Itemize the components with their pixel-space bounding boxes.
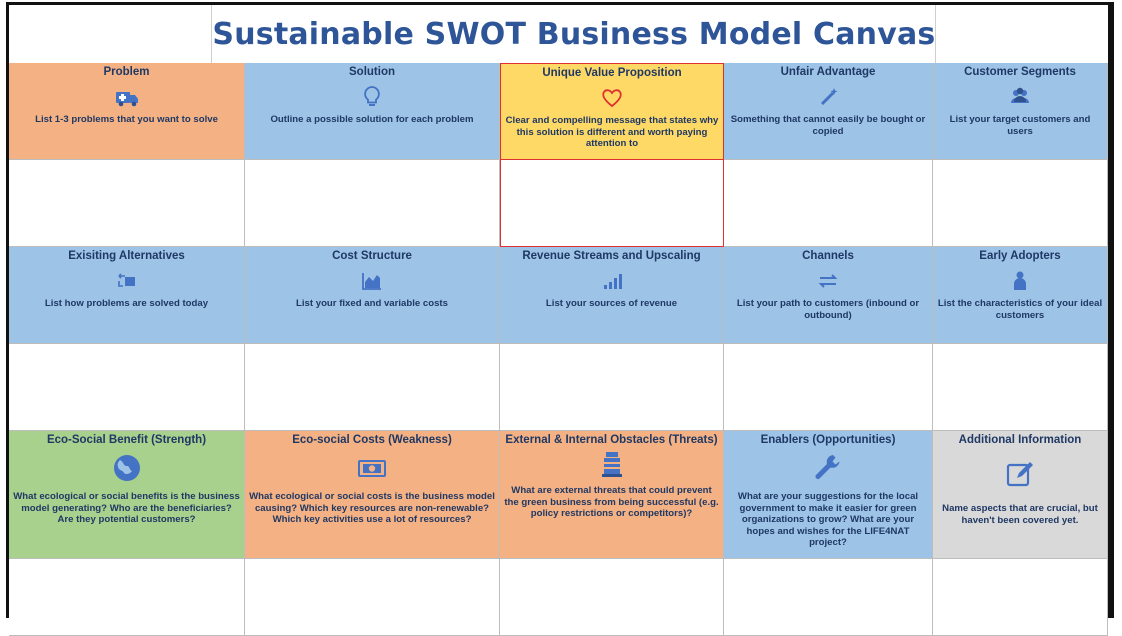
block-title: Cost Structure [332, 250, 412, 262]
block-enablers: Enablers (Opportunities) What are your s… [724, 431, 933, 559]
block-external-internal-obstacles: External & Internal Obstacles (Threats) … [500, 431, 724, 559]
block-description: List your path to customers (inbound or … [736, 298, 920, 321]
lightbulb-icon [359, 84, 385, 110]
enablers-input-area[interactable] [724, 559, 933, 636]
block-description: What are your suggestions for the local … [737, 491, 919, 549]
bar-chart-icon [599, 268, 625, 294]
additional-info-input-area[interactable] [933, 559, 1108, 636]
block-title: Channels [802, 250, 854, 262]
block-early-adopters: Early Adopters List the characteristics … [933, 247, 1108, 344]
block-description: Outline a possible solution for each pro… [270, 114, 474, 126]
block-description: What ecological or social costs is the b… [249, 491, 495, 526]
magic-wand-icon [815, 84, 841, 110]
block-cost-structure: Cost Structure List your fixed and varia… [245, 247, 500, 344]
block-title: Customer Segments [964, 66, 1076, 78]
canvas-grid: Problem List 1-3 problems that you want … [9, 63, 1108, 636]
block-additional-information: Additional Information Name aspects that… [933, 431, 1108, 559]
existing-alternatives-input-area[interactable] [9, 344, 245, 431]
heart-icon [599, 85, 625, 111]
block-title: Unfair Advantage [780, 66, 876, 78]
block-title: Eco-Social Benefit (Strength) [46, 434, 207, 446]
benefit-input-area[interactable] [9, 559, 245, 636]
globe-icon [110, 451, 144, 485]
block-title: Solution [349, 66, 395, 78]
canvas-frame: Sustainable SWOT Business Model Canvas P… [6, 2, 1114, 636]
block-title: Revenue Streams and Upscaling [522, 250, 701, 262]
title-left-spacer [9, 5, 213, 63]
exchange-arrows-icon [815, 268, 841, 294]
edit-icon [1003, 457, 1037, 491]
person-icon [1007, 268, 1033, 294]
channels-input-area[interactable] [724, 344, 933, 431]
block-existing-alternatives: Exisiting Alternatives List how problems… [9, 247, 245, 344]
block-title: External & Internal Obstacles (Threats) [505, 434, 718, 446]
block-description: What are external threats that could pre… [504, 485, 719, 520]
money-icon [355, 451, 389, 485]
revenue-streams-input-area[interactable] [500, 344, 724, 431]
users-icon [1007, 84, 1033, 110]
unfair-advantage-input-area[interactable] [724, 160, 933, 247]
roadblock-icon [595, 448, 629, 482]
block-title: Eco-social Costs (Weakness) [292, 434, 452, 446]
solution-input-area[interactable] [245, 160, 500, 247]
block-title: Unique Value Proposition [542, 67, 682, 79]
block-description: Clear and compelling message that states… [505, 115, 719, 150]
area-chart-icon [359, 268, 385, 294]
block-eco-social-benefit: Eco-Social Benefit (Strength) What ecolo… [9, 431, 245, 559]
block-solution: Solution Outline a possible solution for… [245, 63, 500, 160]
page-title: Sustainable SWOT Business Model Canvas [212, 16, 936, 52]
block-unique-value-proposition: Unique Value Proposition Clear and compe… [500, 63, 724, 160]
block-revenue-streams: Revenue Streams and Upscaling List your … [500, 247, 724, 344]
block-channels: Channels List your path to customers (in… [724, 247, 933, 344]
block-description: List your sources of revenue [545, 298, 678, 310]
problem-input-area[interactable] [9, 160, 245, 247]
transfer-icon [114, 268, 140, 294]
cost-structure-input-area[interactable] [245, 344, 500, 431]
block-eco-social-costs: Eco-social Costs (Weakness) What ecologi… [245, 431, 500, 559]
block-title: Additional Information [958, 434, 1082, 446]
block-title: Enablers (Opportunities) [760, 434, 896, 446]
costs-input-area[interactable] [245, 559, 500, 636]
obstacles-input-area[interactable] [500, 559, 724, 636]
block-description: List 1-3 problems that you want to solve [35, 114, 218, 126]
uvp-input-area[interactable] [500, 160, 724, 247]
block-description: What ecological or social benefits is th… [13, 491, 240, 526]
block-customer-segments: Customer Segments List your target custo… [933, 63, 1108, 160]
early-adopters-input-area[interactable] [933, 344, 1108, 431]
block-description: List the characteristics of your ideal c… [937, 298, 1103, 321]
block-description: Something that cannot easily be bought o… [730, 114, 926, 137]
title-right-spacer [935, 5, 1108, 63]
ambulance-icon [114, 84, 140, 110]
block-title: Early Adopters [979, 250, 1061, 262]
customer-segments-input-area[interactable] [933, 160, 1108, 247]
block-description: List how problems are solved today [44, 298, 209, 310]
block-description: Name aspects that are crucial, but haven… [942, 503, 1098, 526]
title-row: Sustainable SWOT Business Model Canvas [9, 5, 1108, 63]
block-unfair-advantage: Unfair Advantage Something that cannot e… [724, 63, 933, 160]
block-title: Problem [103, 66, 150, 78]
wrench-icon [811, 451, 845, 485]
block-description: List your target customers and users [949, 114, 1091, 137]
block-problem: Problem List 1-3 problems that you want … [9, 63, 245, 160]
block-title: Exisiting Alternatives [68, 250, 185, 262]
block-description: List your fixed and variable costs [296, 298, 448, 310]
